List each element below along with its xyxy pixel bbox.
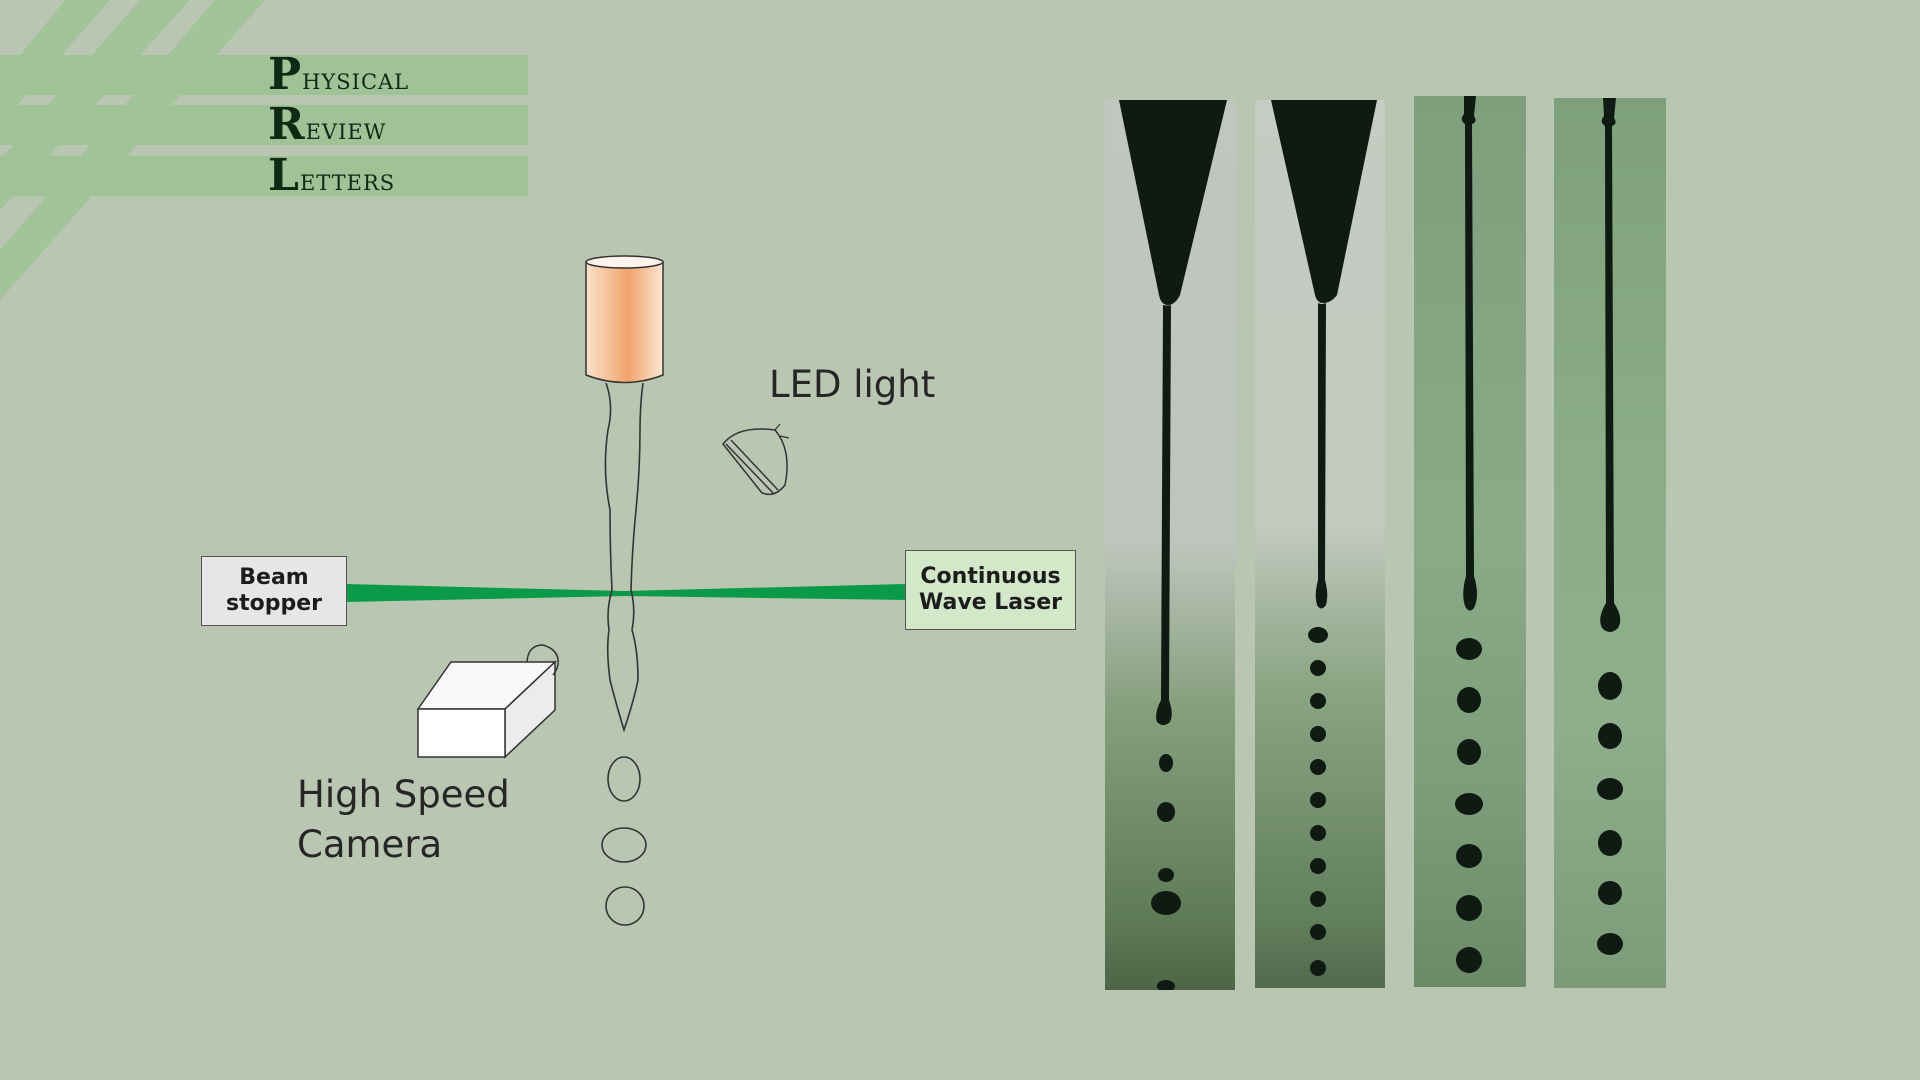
- camera-label: High Speed Camera: [297, 773, 510, 866]
- journal-title-line-2: Review: [268, 99, 387, 150]
- led-light-label: LED light: [769, 363, 936, 406]
- liquid-jet: [604, 382, 644, 733]
- laser-box: Continuous Wave Laser: [905, 550, 1076, 630]
- camera-icon: [416, 644, 559, 759]
- jet-photo-3: [1414, 96, 1526, 987]
- droplet: [605, 886, 645, 926]
- setup-diagram: [346, 255, 905, 926]
- jet-photo-2: [1255, 100, 1385, 988]
- droplet: [601, 827, 647, 863]
- laser-beam: [346, 584, 905, 602]
- logo-band: [0, 55, 528, 95]
- logo-band: [0, 156, 528, 196]
- led-light-icon: [722, 423, 790, 496]
- droplet: [607, 756, 641, 802]
- beam-stopper-box: Beam stopper: [201, 556, 347, 626]
- journal-title-line-3: Letters: [268, 150, 396, 201]
- jet-photo-1: [1105, 100, 1235, 990]
- jet-photo-4: [1554, 98, 1666, 988]
- nozzle: [585, 255, 664, 384]
- journal-title-line-1: Physical: [268, 49, 410, 100]
- logo-band: [0, 105, 528, 145]
